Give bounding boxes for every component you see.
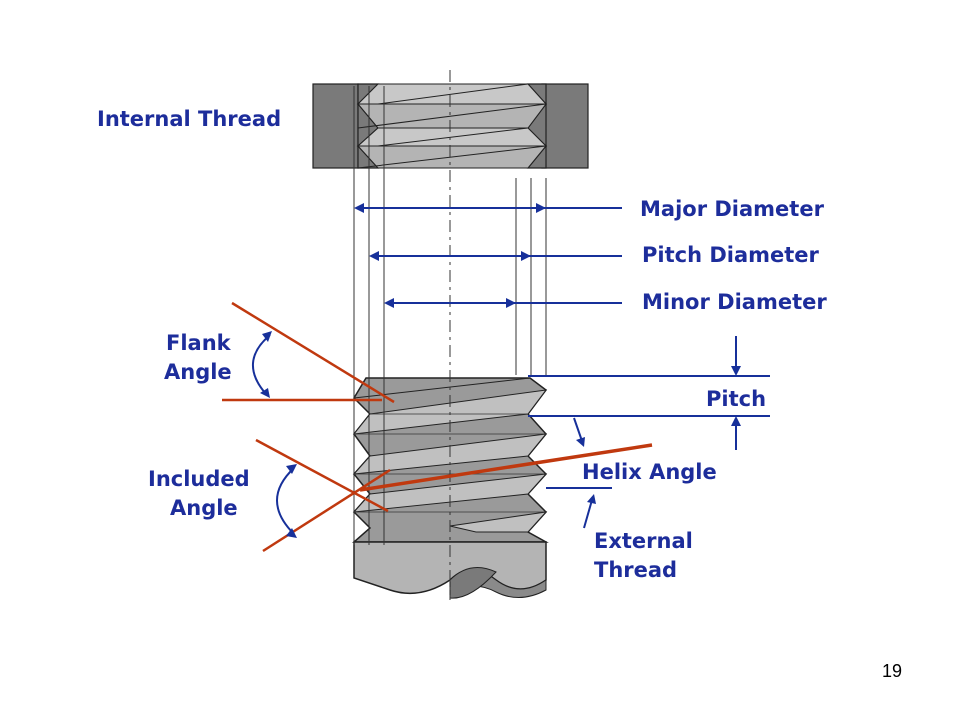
major-diameter-arrowhead-left: [354, 203, 364, 213]
external-thread-label-line1: External: [594, 529, 693, 553]
external-thread-pointer: [583, 494, 596, 529]
internal-helix-line-4: [357, 145, 547, 169]
pitch-diameter-label: Pitch Diameter: [642, 243, 820, 267]
nut-body-right: [541, 83, 589, 169]
included-lower-line: [262, 468, 391, 553]
included-angle-label-line2: Angle: [170, 496, 238, 520]
helix-angle-indicator: [359, 417, 653, 492]
external-pointer-shaft: [583, 499, 593, 529]
pitch-diameter-arrowhead-left: [369, 251, 379, 261]
helix-arrowhead: [576, 437, 585, 447]
helix-angle-label: Helix Angle: [582, 460, 717, 484]
flank-angle-arc: [251, 334, 271, 395]
major-diameter-arrowhead-right: [536, 203, 546, 213]
major-diameter-label: Major Diameter: [640, 197, 825, 221]
included-angle-indicator: [255, 438, 391, 553]
included-arc-arrow-top: [286, 464, 297, 474]
bolt-thread-flank-4: [449, 511, 548, 533]
internal-helix-line-3: [377, 127, 529, 147]
internal-thread-section: [312, 83, 589, 169]
included-upper-line: [255, 438, 389, 513]
page-number: 19: [882, 661, 902, 681]
pitch-label: Pitch: [706, 387, 766, 411]
flank-angle-indicator: [222, 301, 395, 404]
flank-slanted-line: [231, 301, 395, 404]
reference-lines: [353, 70, 547, 600]
included-angle-arc: [276, 467, 295, 535]
external-pointer-arrowhead: [587, 494, 596, 504]
flank-angle-label-line1: Flank: [166, 331, 232, 355]
pitch-diameter-arrowhead-right: [521, 251, 531, 261]
bolt-break-lobe-left: [449, 567, 497, 599]
pitch-arrowhead-down: [731, 366, 741, 376]
external-thread-label-line2: Thread: [594, 558, 677, 582]
flank-angle-label-line2: Angle: [164, 360, 232, 384]
internal-helix-line-1: [377, 83, 529, 105]
minor-diameter-arrowhead-left: [384, 298, 394, 308]
included-angle-label-line1: Included: [148, 467, 250, 491]
diameter-arrows: [354, 203, 622, 308]
nut-body-left: [312, 83, 359, 169]
helix-reference-line: [359, 443, 653, 492]
included-arc-arrow-bottom: [286, 528, 297, 538]
pitch-indicator: [528, 336, 770, 450]
internal-thread-label: Internal Thread: [97, 107, 281, 131]
bolt-thread-flank-3: [352, 473, 548, 513]
pitch-arrowhead-up: [731, 416, 741, 426]
flank-arc-arrow-bottom: [260, 388, 270, 398]
minor-diameter-label: Minor Diameter: [642, 290, 827, 314]
minor-diameter-arrowhead-right: [506, 298, 516, 308]
flank-arc-arrow-top: [262, 331, 272, 342]
helix-arrow-shaft: [573, 417, 583, 442]
internal-helix-line-2: [357, 103, 547, 129]
